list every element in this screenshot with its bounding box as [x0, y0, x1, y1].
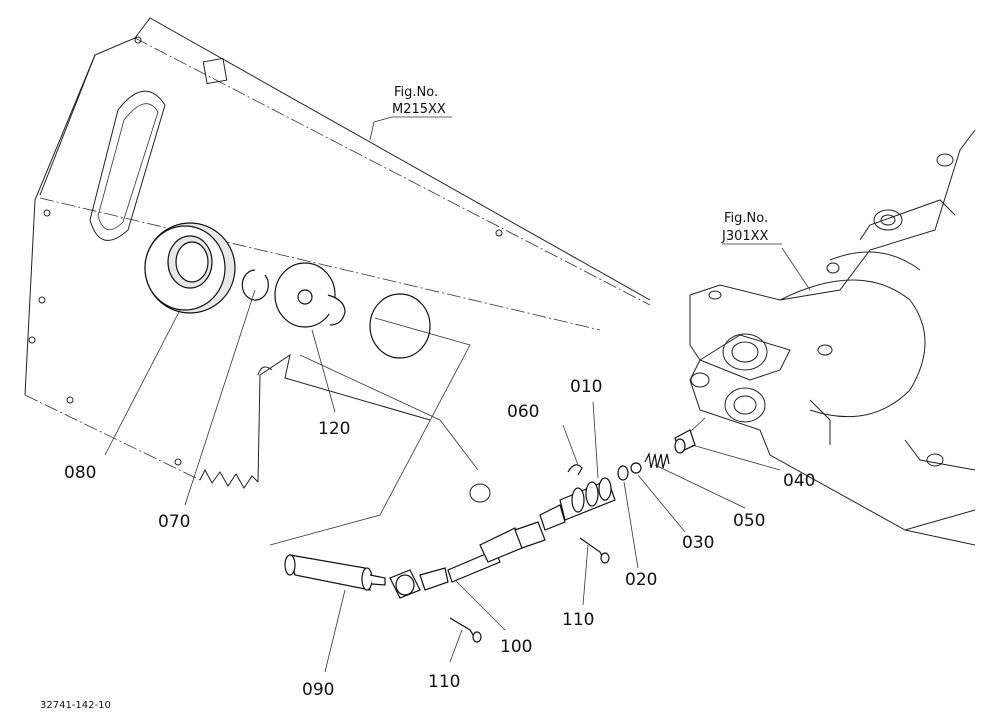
hydraulic-housing-j301: [689, 129, 976, 546]
part-110-cotter-pin: [579, 537, 610, 564]
figure-ref-m215: Fig.No. M215XX: [373, 85, 452, 123]
callout-030: 030: [682, 533, 714, 553]
callout-070: 070: [158, 512, 190, 532]
part-120-washer: [274, 262, 346, 328]
part-030-ball: [630, 462, 642, 474]
callout-110: 110: [428, 672, 460, 692]
callout-110: 110: [562, 610, 594, 630]
svg-text:Fig.No.: Fig.No.: [394, 85, 438, 100]
part-050-spring: [644, 452, 670, 469]
part-110-cotter-pin: [449, 617, 482, 643]
callout-050: 050: [733, 511, 765, 531]
part-010-spool: [539, 477, 616, 531]
round-cover: [269, 293, 471, 546]
svg-text:M215XX: M215XX: [392, 102, 446, 117]
callout-010: 010: [570, 377, 602, 397]
part-020-oring: [617, 465, 629, 481]
leader-lines: [104, 121, 811, 673]
callout-090: 090: [302, 680, 334, 700]
part-090-rod: [284, 554, 386, 591]
callout-020: 020: [625, 570, 657, 590]
figure-ref-j301: Fig.No. J301XX: [721, 211, 782, 245]
svg-text:J301XX: J301XX: [721, 229, 769, 244]
svg-text:Fig.No.: Fig.No.: [724, 211, 768, 226]
callout-120: 120: [318, 419, 350, 439]
callout-100: 100: [500, 637, 532, 657]
part-080-seal: [144, 222, 236, 314]
part-040-plug: [674, 429, 696, 454]
part-100-joint-shaft: [389, 521, 546, 599]
part-070-snap-ring: [241, 269, 269, 301]
document-id: 32741-142-10: [40, 700, 111, 711]
housing-plate-m215: [24, 17, 651, 503]
callout-060: 060: [507, 402, 539, 422]
callout-040: 040: [783, 471, 815, 491]
part-060-clip: [567, 464, 583, 476]
callout-080: 080: [64, 463, 96, 483]
